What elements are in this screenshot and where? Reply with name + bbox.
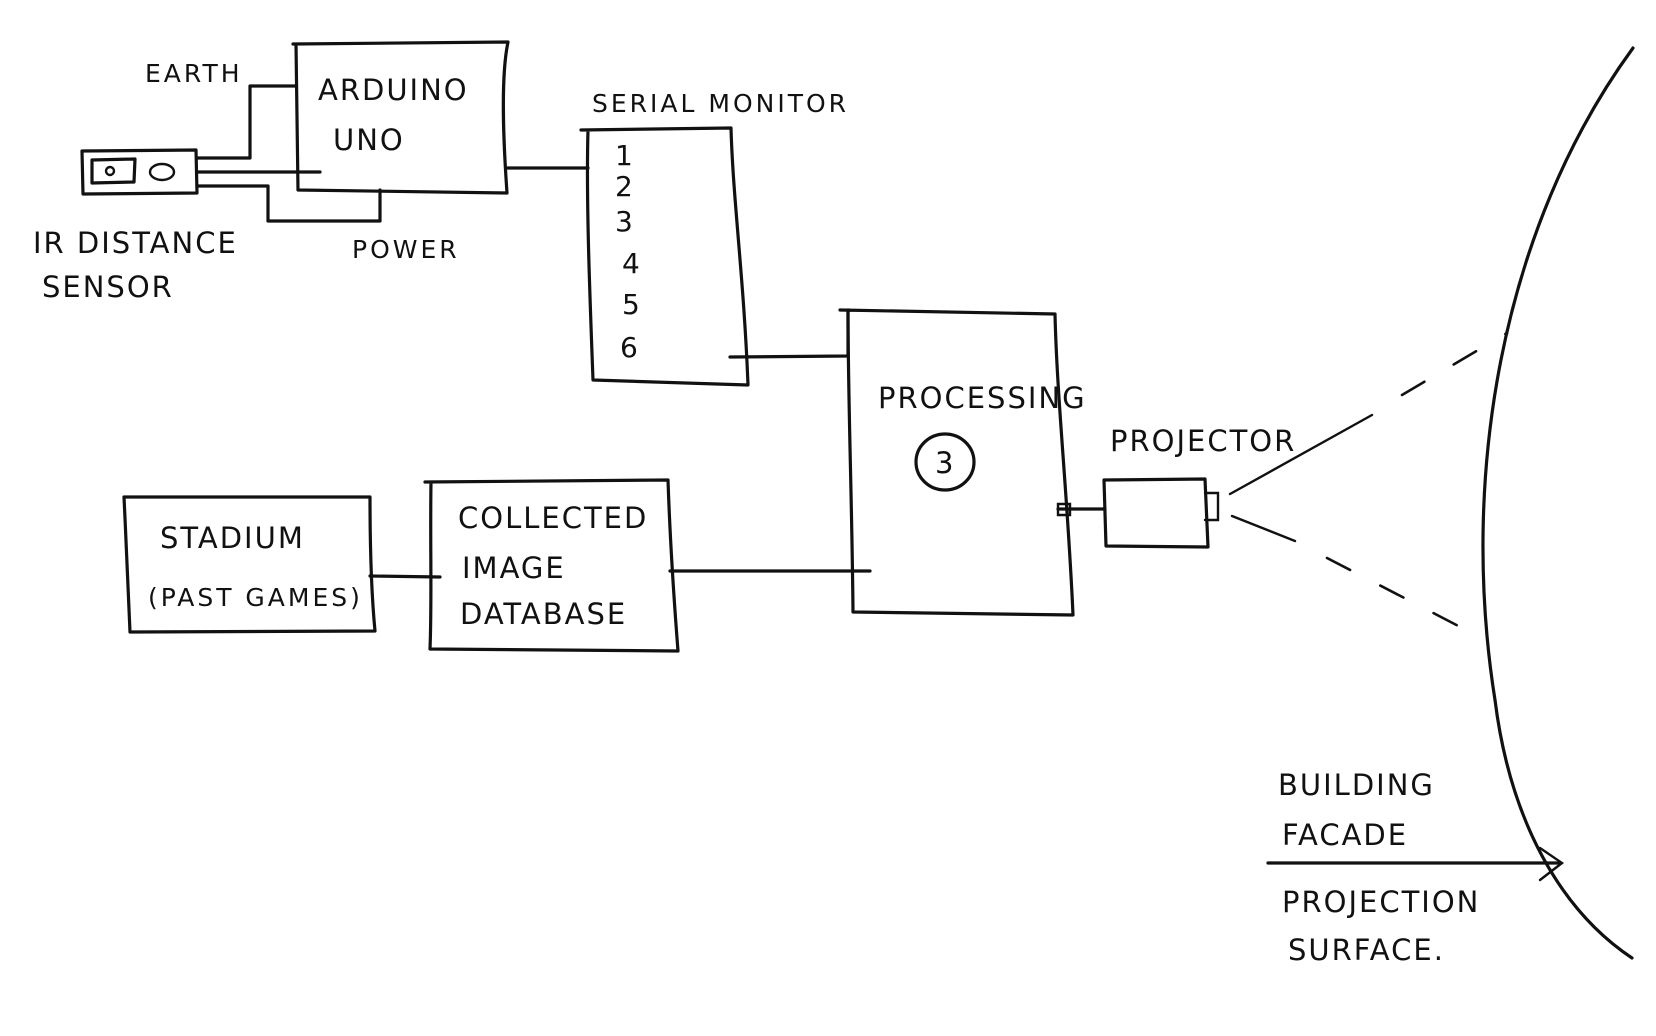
serial-row-4: 4: [622, 247, 642, 280]
database-label-line3: DATABASE: [460, 597, 627, 631]
serial-row-5: 5: [622, 288, 642, 321]
power-label: POWER: [352, 235, 460, 264]
projection-ray-lower: [1230, 514, 1297, 543]
projection-ray-upper-dashed: [1400, 331, 1509, 397]
stadium-label-line1: STADIUM: [160, 521, 305, 555]
projector-label: PROJECTOR: [1110, 424, 1296, 458]
serial-row-1: 1: [615, 139, 635, 172]
sensor-emitter: [90, 157, 137, 185]
serial-row-3: 3: [615, 205, 635, 238]
processing-label: PROCESSING: [878, 381, 1087, 415]
projection-surface-label-line2: SURFACE.: [1288, 933, 1445, 967]
stadium-label-line2: (PAST GAMES): [148, 583, 363, 612]
processing-version-circle: [914, 432, 976, 492]
sensor-emitter-dot: [104, 165, 116, 177]
processing-version: 3: [935, 446, 955, 480]
earth-wire: [195, 84, 298, 160]
arduino-label-line2: UNO: [333, 123, 405, 157]
stadium-block: STADIUM (PAST GAMES): [122, 495, 377, 634]
arrow-head-icon: [1538, 846, 1565, 882]
projector-body: [1102, 477, 1210, 549]
serial-row-6: 6: [620, 331, 640, 364]
arduino-uno-block: ARDUINO UNO: [291, 40, 510, 195]
serial-monitor-block: 1 2 3 4 5 6: [579, 126, 750, 387]
building-facade-label-line1: BUILDING: [1278, 768, 1435, 802]
stadium-database-wire: [368, 574, 442, 579]
sensor-body: [80, 148, 199, 196]
serial-monitor-label: SERIAL MONITOR: [592, 89, 849, 118]
power-wire: [195, 184, 382, 223]
projector-lens: [1203, 491, 1220, 522]
projection-surface-label-line1: PROJECTION: [1282, 885, 1480, 919]
projection-ray-upper: [1228, 413, 1374, 496]
building-facade-curve: [1481, 46, 1635, 960]
projection-ray-lower-dashed: [1325, 556, 1472, 634]
serial-row-2: 2: [615, 170, 635, 203]
building-facade-label-line2: FACADE: [1282, 818, 1408, 852]
ir-distance-sensor: [80, 148, 199, 196]
arduino-label-line1: ARDUINO: [318, 73, 469, 107]
earth-label: EARTH: [145, 59, 243, 88]
ir-sensor-label-line2: SENSOR: [42, 270, 174, 304]
sensor-receiver: [148, 162, 176, 182]
database-label-line2: IMAGE: [462, 551, 566, 585]
projector: [1056, 477, 1220, 549]
processing-block: PROCESSING 3: [838, 308, 1087, 617]
database-label-line1: COLLECTED: [458, 501, 648, 535]
collected-image-database-block: COLLECTED IMAGE DATABASE: [423, 478, 680, 653]
ir-sensor-label-line1: IR DISTANCE: [33, 226, 238, 260]
